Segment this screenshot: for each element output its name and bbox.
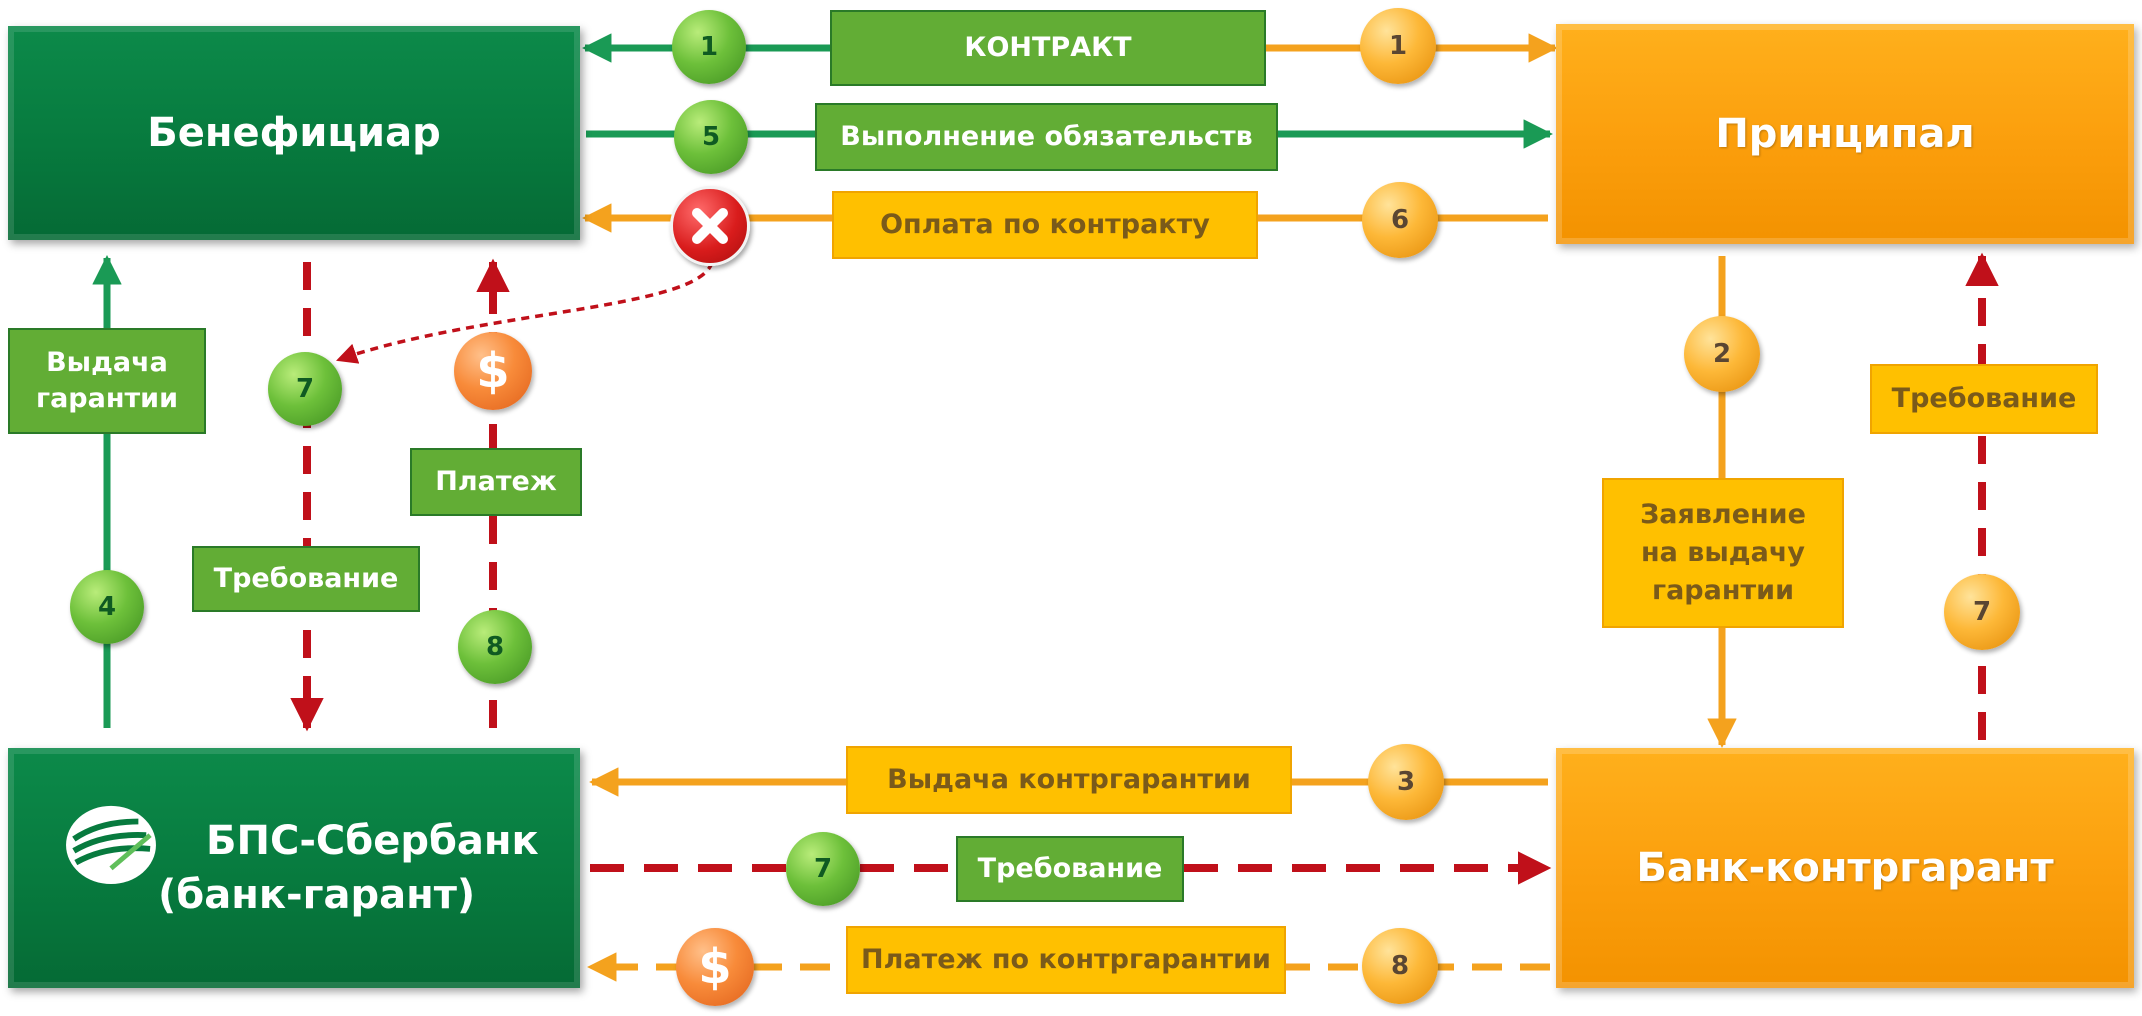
counter-payment-label: Платеж по контргарантии (846, 926, 1286, 994)
demand-right-label: Требование (1870, 364, 2098, 434)
dollar-icon-top: $ (454, 332, 532, 410)
contract-label: КОНТРАКТ (830, 10, 1266, 86)
step-3: 3 (1368, 744, 1444, 820)
step-2: 2 (1684, 316, 1760, 392)
payment-label: Платеж (410, 448, 582, 516)
guarantee-issue-label: Выдача гарантии (8, 328, 206, 434)
principal-title: Принципал (1715, 111, 1975, 157)
guarantor-subtitle: (банк-гарант) (158, 872, 476, 918)
step-1-principal: 1 (1360, 8, 1436, 84)
arrow-default-to-demand (336, 261, 714, 364)
counter-guarantor-box: Банк-контргарант (1556, 748, 2134, 988)
counter-guarantor-title: Банк-контргарант (1636, 845, 2054, 891)
guarantor-title: БПС-Сбербанк (206, 818, 539, 864)
step-8-bottom: 8 (1362, 928, 1438, 1004)
x-circle-icon (670, 186, 750, 266)
step-7-bottom: 7 (786, 832, 860, 906)
beneficiary-box: Бенефициар (8, 26, 580, 240)
step-7-left: 7 (268, 352, 342, 426)
x-mark (692, 208, 728, 244)
sberbank-logo-icon (66, 805, 156, 885)
step-4: 4 (70, 570, 144, 644)
step-5: 5 (674, 100, 748, 174)
demand-bottom-label: Требование (956, 836, 1184, 902)
demand-left-label: Требование (192, 546, 420, 612)
fulfillment-label: Выполнение обязательств (815, 103, 1278, 171)
step-8-left: 8 (458, 610, 532, 684)
beneficiary-title: Бенефициар (147, 110, 441, 156)
step-1-beneficiary: 1 (672, 10, 746, 84)
application-label: Заявление на выдачу гарантии (1602, 478, 1844, 628)
counter-guarantee-issue-label: Выдача контргарантии (846, 746, 1292, 814)
dollar-icon-bottom: $ (676, 928, 754, 1006)
principal-box: Принципал (1556, 24, 2134, 244)
step-6: 6 (1362, 182, 1438, 258)
payment-contract-label: Оплата по контракту (832, 191, 1258, 259)
step-7-right: 7 (1944, 574, 2020, 650)
